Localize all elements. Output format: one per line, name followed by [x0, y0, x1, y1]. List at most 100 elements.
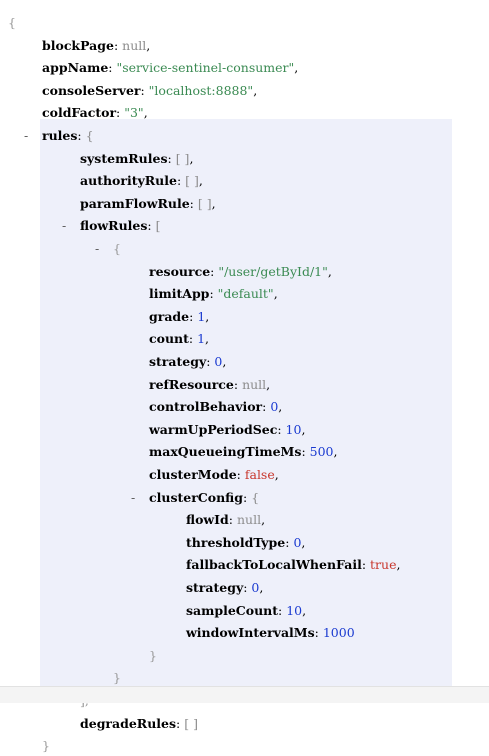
json-key: flowId — [186, 512, 229, 528]
json-value: "localhost:8888" — [148, 82, 254, 98]
comma: , — [205, 331, 210, 347]
comma: , — [327, 263, 332, 279]
comma: , — [146, 37, 151, 53]
collapse-toggle-icon[interactable]: - — [131, 489, 136, 505]
json-line-brace: } — [42, 736, 50, 756]
json-key: sampleCount — [186, 602, 279, 618]
json-value: 0 — [270, 399, 279, 415]
colon-separator: : — [188, 331, 198, 347]
json-key: maxQueueingTimeMs — [149, 444, 302, 460]
comma: , — [301, 534, 306, 550]
json-line-strategy: strategy: 0, — [186, 578, 263, 598]
json-value: [ ] — [185, 173, 199, 189]
collapse-toggle-icon[interactable]: - — [24, 128, 29, 143]
json-value: 10 — [286, 602, 303, 618]
colon-separator: : — [176, 715, 185, 731]
colon-separator: : — [314, 625, 323, 641]
comma: , — [301, 421, 306, 437]
json-line-param-flow-rule: paramFlowRule: [ ], — [80, 194, 216, 214]
json-value: "/user/getById/1" — [218, 263, 328, 279]
json-line-count: count: 1, — [149, 329, 209, 349]
json-value: 1000 — [322, 625, 355, 641]
json-value: "default" — [217, 286, 274, 302]
colon-separator: : — [233, 376, 243, 392]
json-key: grade — [149, 308, 190, 324]
json-key: count — [149, 331, 189, 347]
json-line-cluster-config[interactable]: -clusterConfig: { — [131, 488, 260, 508]
json-key: fallbackToLocalWhenFail — [186, 557, 362, 573]
collapse-toggle-icon[interactable]: - — [95, 241, 100, 256]
bracket: { — [8, 15, 16, 30]
colon-separator: : — [361, 557, 371, 573]
bracket: } — [149, 647, 157, 663]
colon-separator: : — [176, 173, 186, 189]
colon-separator: : — [285, 534, 294, 550]
json-value: [ ] — [184, 715, 198, 731]
colon-separator: : — [243, 489, 252, 505]
comma: , — [205, 308, 210, 324]
json-line-brace: { — [8, 13, 16, 33]
json-line-authority-rule: authorityRule: [ ], — [80, 171, 203, 191]
comma: , — [189, 150, 194, 166]
json-key: authorityRule — [80, 173, 177, 189]
json-line-degrade-rules: degradeRules: [ ] — [80, 714, 198, 734]
bracket: { — [113, 241, 121, 256]
json-line-cold-factor: coldFactor: "3", — [42, 103, 148, 123]
json-key: thresholdType — [186, 534, 286, 550]
colon-separator: : — [277, 421, 286, 437]
colon-separator: : — [262, 399, 271, 415]
json-line-flow-rules[interactable]: -flowRules: [ — [62, 216, 161, 236]
json-key: clusterConfig — [149, 489, 244, 505]
json-line-grade: grade: 1, — [149, 307, 209, 327]
json-value: 500 — [309, 444, 334, 460]
json-line-app-name: appName: "service-sentinel-consumer", — [42, 58, 298, 78]
json-value: 0 — [293, 534, 302, 550]
json-key: windowIntervalMs — [186, 625, 315, 641]
json-line-warm-up-period-sec: warmUpPeriodSec: 10, — [149, 420, 305, 440]
comma: , — [302, 602, 307, 618]
colon-separator: : — [206, 354, 215, 369]
collapse-toggle-icon[interactable]: - — [62, 218, 67, 234]
json-key: clusterMode — [149, 467, 237, 482]
json-line-flow-id: flowId: null, — [186, 510, 265, 530]
json-line-window-interval-ms: windowIntervalMs: 1000 — [186, 623, 355, 643]
colon-separator: : — [189, 195, 198, 211]
json-key: resource — [149, 263, 211, 279]
horizontal-scrollbar[interactable] — [0, 686, 489, 703]
json-key: blockPage — [42, 37, 114, 53]
json-key: strategy — [186, 580, 244, 595]
comma: , — [278, 399, 283, 415]
comma: , — [266, 376, 271, 392]
comma: , — [273, 286, 278, 302]
colon-separator: : — [209, 286, 218, 302]
json-line-strategy: strategy: 0, — [149, 352, 226, 372]
comma: , — [259, 580, 264, 595]
json-value: { — [251, 489, 260, 505]
json-key: strategy — [149, 354, 207, 369]
json-key: consoleServer — [42, 82, 141, 98]
json-value: null — [122, 37, 147, 53]
json-value: 1 — [197, 308, 206, 324]
json-line-control-behavior: controlBehavior: 0, — [149, 397, 282, 417]
json-value: 0 — [214, 354, 223, 369]
colon-separator: : — [147, 218, 156, 234]
colon-separator: : — [228, 512, 237, 528]
json-line-limit-app: limitApp: "default", — [149, 284, 278, 304]
json-line-brace[interactable]: -{ — [95, 239, 121, 259]
json-value: "service-sentinel-consumer" — [116, 60, 295, 76]
json-line-ref-resource: refResource: null, — [149, 375, 270, 395]
json-key: systemRules — [80, 150, 168, 166]
json-value: [ — [155, 218, 161, 234]
json-line-max-queueing-time-ms: maxQueueingTimeMs: 500, — [149, 442, 337, 462]
colon-separator: : — [77, 128, 86, 143]
json-value: [ ] — [175, 150, 190, 166]
comma: , — [294, 60, 299, 76]
comma: , — [333, 444, 338, 460]
json-value: null — [242, 376, 267, 392]
json-line-sample-count: sampleCount: 10, — [186, 601, 306, 621]
json-key: degradeRules — [80, 715, 177, 731]
json-line-rules[interactable]: -rules: { — [24, 126, 94, 146]
json-key: refResource — [149, 376, 234, 392]
json-key: controlBehavior — [149, 399, 263, 415]
comma: , — [222, 354, 227, 369]
